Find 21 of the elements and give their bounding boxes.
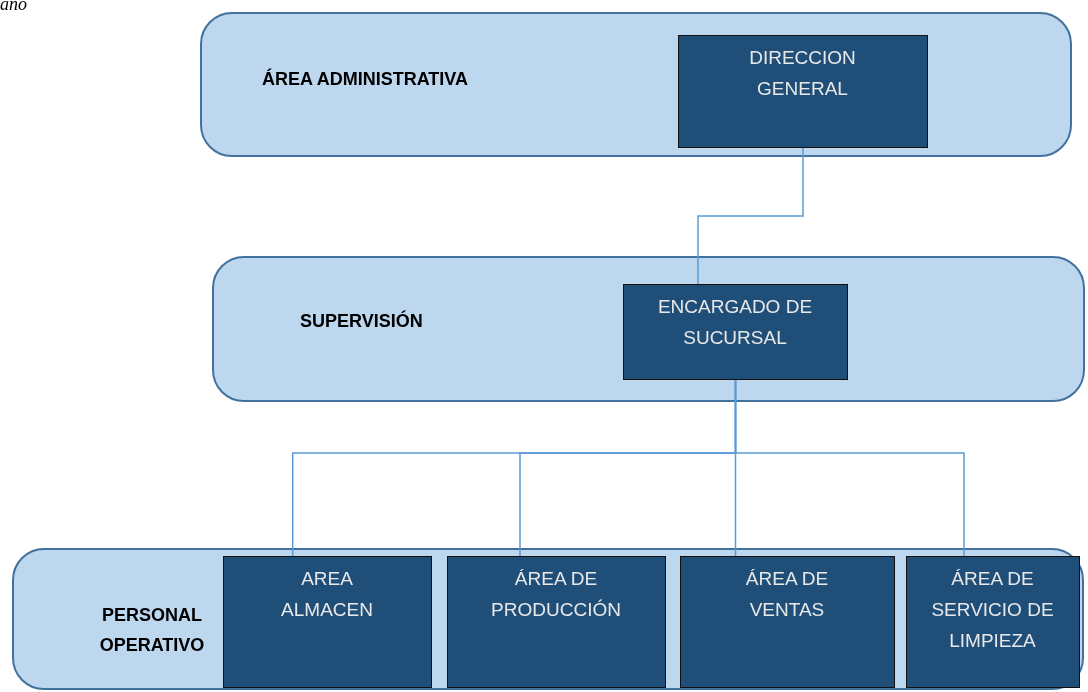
level-label: ÁREA ADMINISTRATIVA [262,67,469,91]
connector-line [697,147,804,285]
box-label: DIRECCION GENERAL [748,45,857,101]
org-box [677,34,928,148]
box-label: AREA ALMACEN [280,566,374,622]
box-label: ÁREA DE SERVICIO DE LIMPIEZA [930,566,1055,653]
level-band [12,548,1084,690]
org-box [222,555,432,688]
org-box [679,555,895,688]
org-box [446,555,666,688]
level-label: SUPERVISIÓN [300,309,424,333]
connector-line [734,379,965,557]
cut-off-text: ano [0,0,27,15]
level-band [200,12,1072,157]
level-band [212,256,1085,402]
level-label: PERSONAL OPERATIVO [98,604,206,657]
org-box [905,555,1080,688]
box-label: ÁREA DE VENTAS [744,566,830,622]
box-label: ÁREA DE PRODUCCIÓN [490,566,622,622]
org-box [622,283,848,380]
box-label: ENCARGADO DE SUCURSAL [656,294,814,350]
